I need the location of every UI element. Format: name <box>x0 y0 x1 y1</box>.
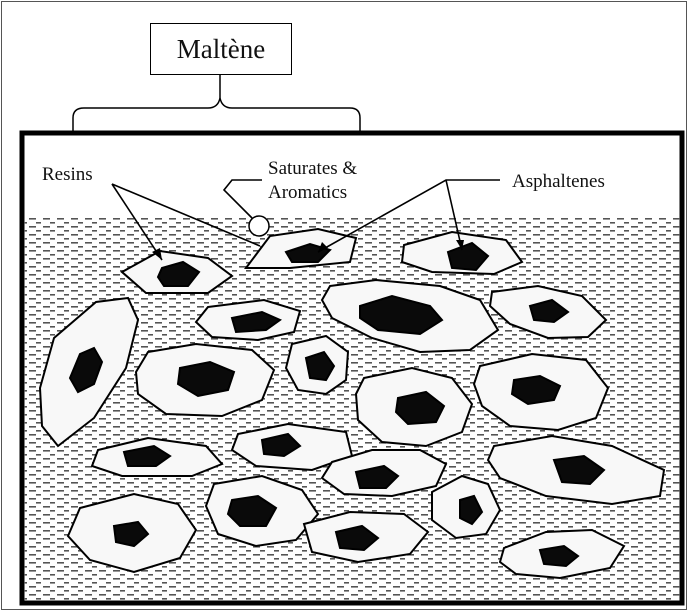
saturates-marker-circle <box>249 216 269 236</box>
resin-particle <box>196 300 300 340</box>
resin-particle <box>304 512 428 562</box>
label-resins: Resins <box>42 164 93 185</box>
label-saturates-line2: Aromatics <box>268 182 347 203</box>
resin-particle <box>286 336 348 394</box>
label-asphaltenes: Asphaltenes <box>512 171 605 192</box>
maltene-bracket <box>73 98 360 135</box>
label-saturates-line1: Saturates & <box>268 158 357 179</box>
